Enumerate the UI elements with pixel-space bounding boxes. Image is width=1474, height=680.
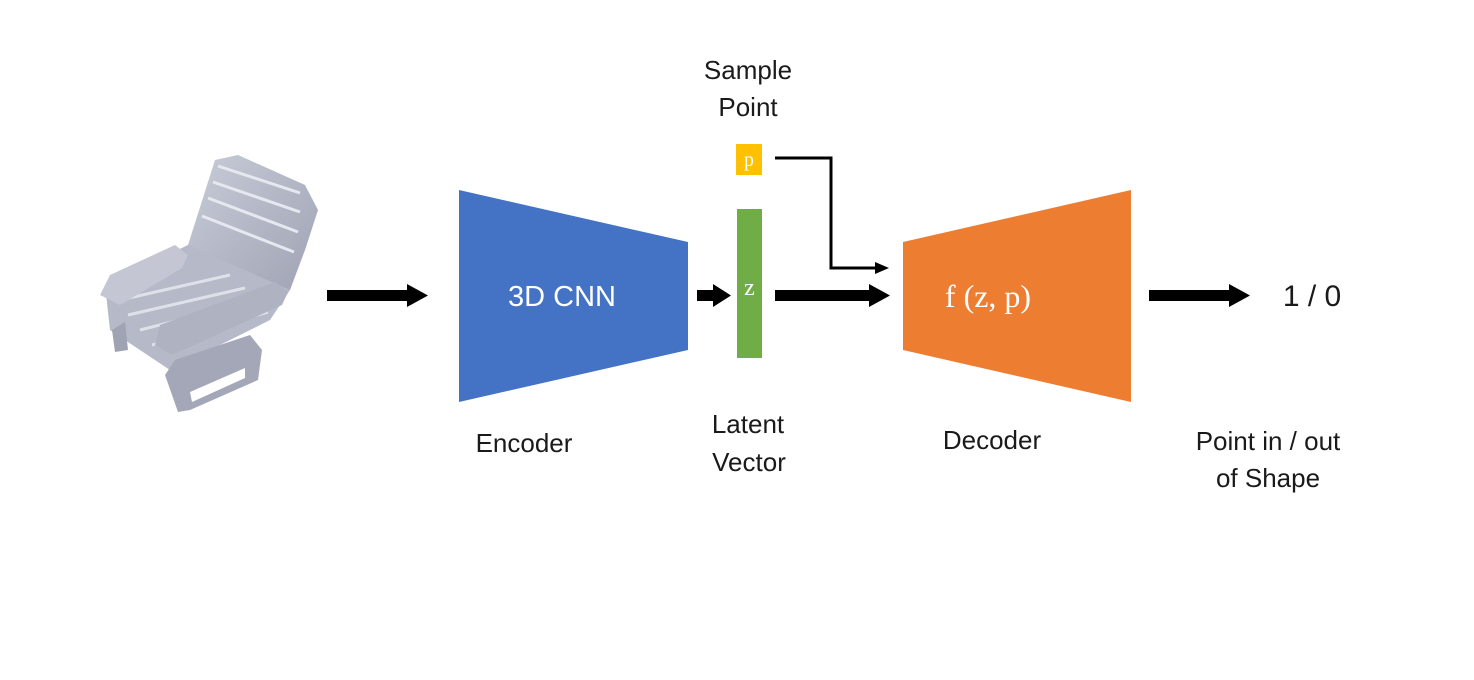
sample-to-decoder-arrow	[775, 156, 889, 274]
latent-symbol: z	[744, 275, 755, 301]
decoder-text: f (z, p)	[945, 278, 1031, 314]
encoder-block	[459, 190, 688, 402]
encoder-text: 3D CNN	[508, 281, 616, 313]
chair-3d-voxel-icon	[100, 155, 318, 412]
latent-to-decoder-arrow	[775, 284, 890, 307]
sample-point-symbol: p	[744, 149, 754, 171]
decoder-label: Decoder	[943, 425, 1042, 455]
latent-label-line1: Latent	[712, 409, 785, 439]
latent-label-line2: Vector	[712, 447, 786, 477]
output-label-line1: Point in / out	[1196, 426, 1341, 456]
sample-label-line1: Sample	[704, 55, 792, 85]
encoder-to-latent-arrow	[697, 284, 731, 307]
output-value: 1 / 0	[1283, 280, 1341, 313]
decoder-block	[903, 190, 1131, 402]
latent-vector-block	[737, 209, 762, 358]
output-arrow	[1149, 284, 1250, 307]
sample-point-block	[736, 144, 762, 175]
sample-label-line2: Point	[718, 92, 778, 122]
encoder-label: Encoder	[476, 428, 573, 458]
output-label-line2: of Shape	[1216, 463, 1320, 493]
input-arrow	[327, 284, 428, 307]
